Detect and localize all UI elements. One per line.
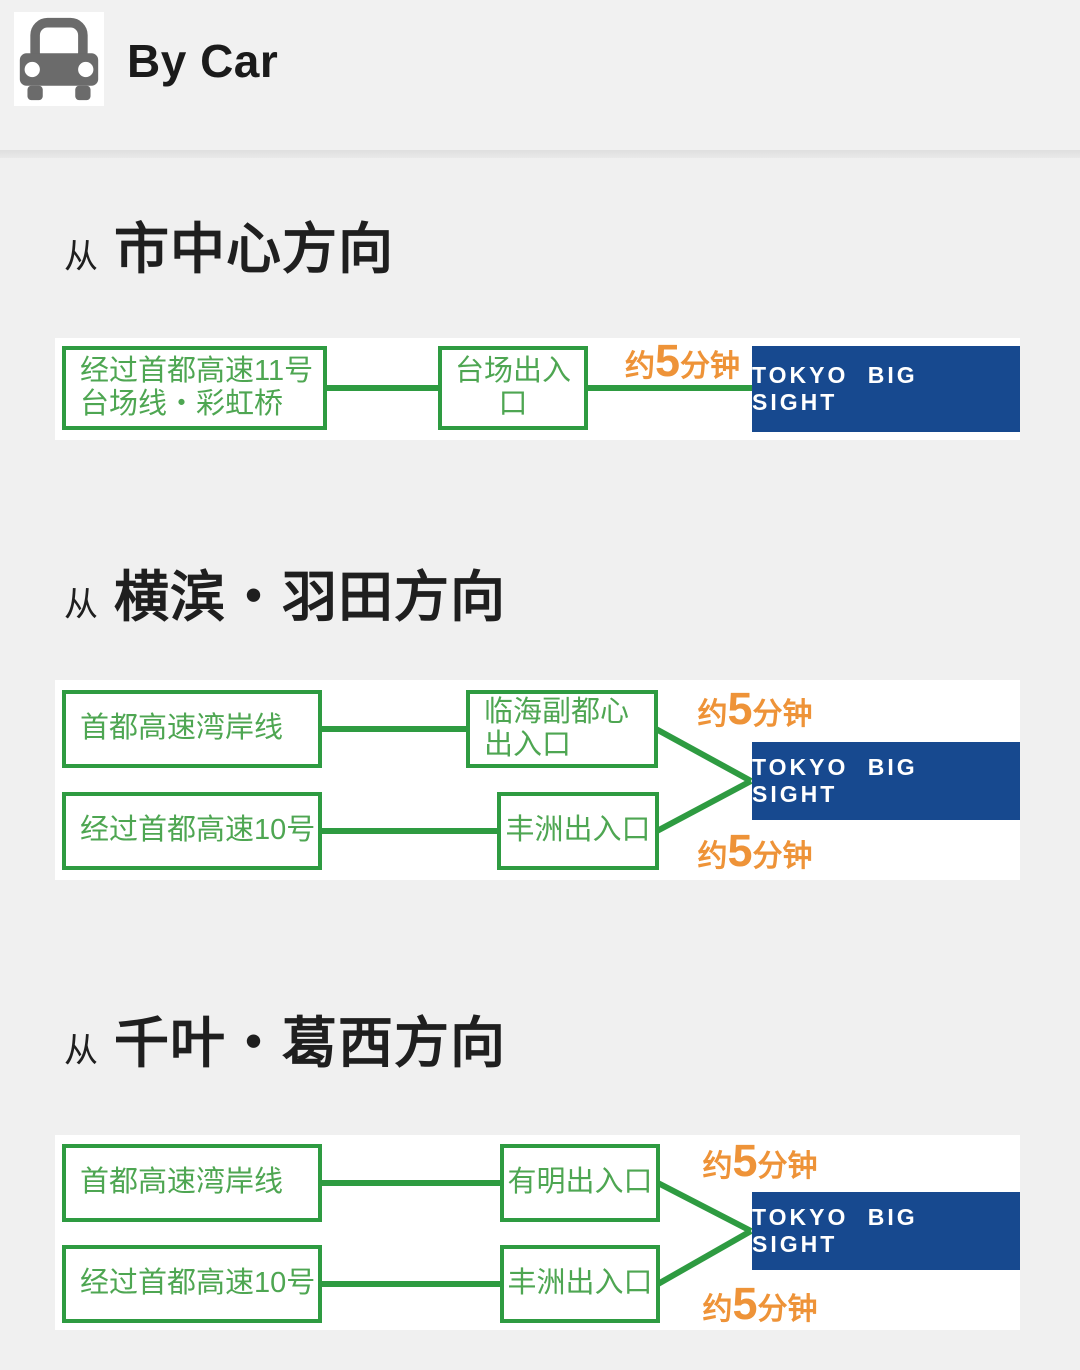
route-exit-line: 丰洲出入口 xyxy=(505,814,651,847)
route-exit-line: 临海副都心 xyxy=(484,695,630,728)
header-divider xyxy=(0,150,1080,158)
route-start-box: 经过首都高速10号 xyxy=(62,792,322,870)
route-diagram-yokohama-haneda: 首都高速湾岸线 临海副都心 出入口 经过首都高速10号 丰洲出入口 约5分钟 约… xyxy=(55,680,1020,880)
duration-label: 约5分钟 xyxy=(702,1278,818,1329)
route-start-line: 经过首都高速10号 xyxy=(80,814,316,847)
route-exit-line: 有明出入口 xyxy=(507,1166,653,1199)
route-start-line: 经过首都高速10号 xyxy=(80,1267,316,1300)
duration-label: 约5分钟 xyxy=(697,683,813,734)
section-heading-yokohama-haneda: 从 横滨・羽田方向 xyxy=(64,552,506,632)
section-heading-chiba-kasai: 从 千叶・葛西方向 xyxy=(64,998,506,1078)
page-title: By Car xyxy=(127,35,279,87)
page-header: By Car xyxy=(0,0,1080,150)
route-exit-line: 丰洲出入口 xyxy=(507,1267,653,1300)
destination-box: TOKYO BIG SIGHT xyxy=(752,742,1020,820)
duration-label: 约5分钟 xyxy=(697,825,813,876)
destination-box: TOKYO BIG SIGHT xyxy=(752,346,1020,432)
heading-title: 市中心方向 xyxy=(114,218,395,280)
heading-prefix: 从 xyxy=(64,586,98,624)
route-start-box: 经过首都高速10号 xyxy=(62,1245,322,1323)
duration-label: 约5分钟 xyxy=(702,1135,818,1186)
route-start-line: 经过首都高速11号 xyxy=(80,354,314,387)
route-exit-box: 丰洲出入口 xyxy=(497,792,659,870)
route-start-line: 台场线・彩虹桥 xyxy=(80,388,284,420)
connector-lines xyxy=(320,726,753,834)
route-exit-line: 出入口 xyxy=(484,729,572,761)
connector-lines xyxy=(320,1180,753,1287)
connector-lines xyxy=(325,385,754,391)
route-exit-line: 台场出入口 xyxy=(454,354,571,420)
route-exit-box: 临海副都心 出入口 xyxy=(466,690,658,768)
route-start-box: 经过首都高速11号 台场线・彩虹桥 xyxy=(62,346,327,430)
car-icon xyxy=(14,12,104,106)
heading-title: 横滨・羽田方向 xyxy=(114,566,507,628)
route-exit-box: 有明出入口 xyxy=(500,1144,660,1222)
heading-prefix: 从 xyxy=(64,238,98,276)
route-start-line: 首都高速湾岸线 xyxy=(80,1166,284,1199)
route-start-box: 首都高速湾岸线 xyxy=(62,1144,322,1222)
destination-box: TOKYO BIG SIGHT xyxy=(752,1192,1020,1270)
duration-label: 约5分钟 xyxy=(624,335,741,386)
route-diagram-city-center: 经过首都高速11号 台场线・彩虹桥 台场出入口 约5分钟 TOKYO BIG S… xyxy=(55,338,1020,440)
section-heading-city-center: 从 市中心方向 xyxy=(64,204,394,284)
route-exit-box: 丰洲出入口 xyxy=(500,1245,660,1323)
heading-title: 千叶・葛西方向 xyxy=(114,1012,507,1074)
route-start-box: 首都高速湾岸线 xyxy=(62,690,322,768)
route-exit-box: 台场出入口 xyxy=(438,346,588,430)
route-start-line: 首都高速湾岸线 xyxy=(80,712,284,745)
route-diagram-chiba-kasai: 首都高速湾岸线 有明出入口 经过首都高速10号 丰洲出入口 约5分钟 约5分钟 … xyxy=(55,1135,1020,1330)
heading-prefix: 从 xyxy=(64,1032,98,1070)
